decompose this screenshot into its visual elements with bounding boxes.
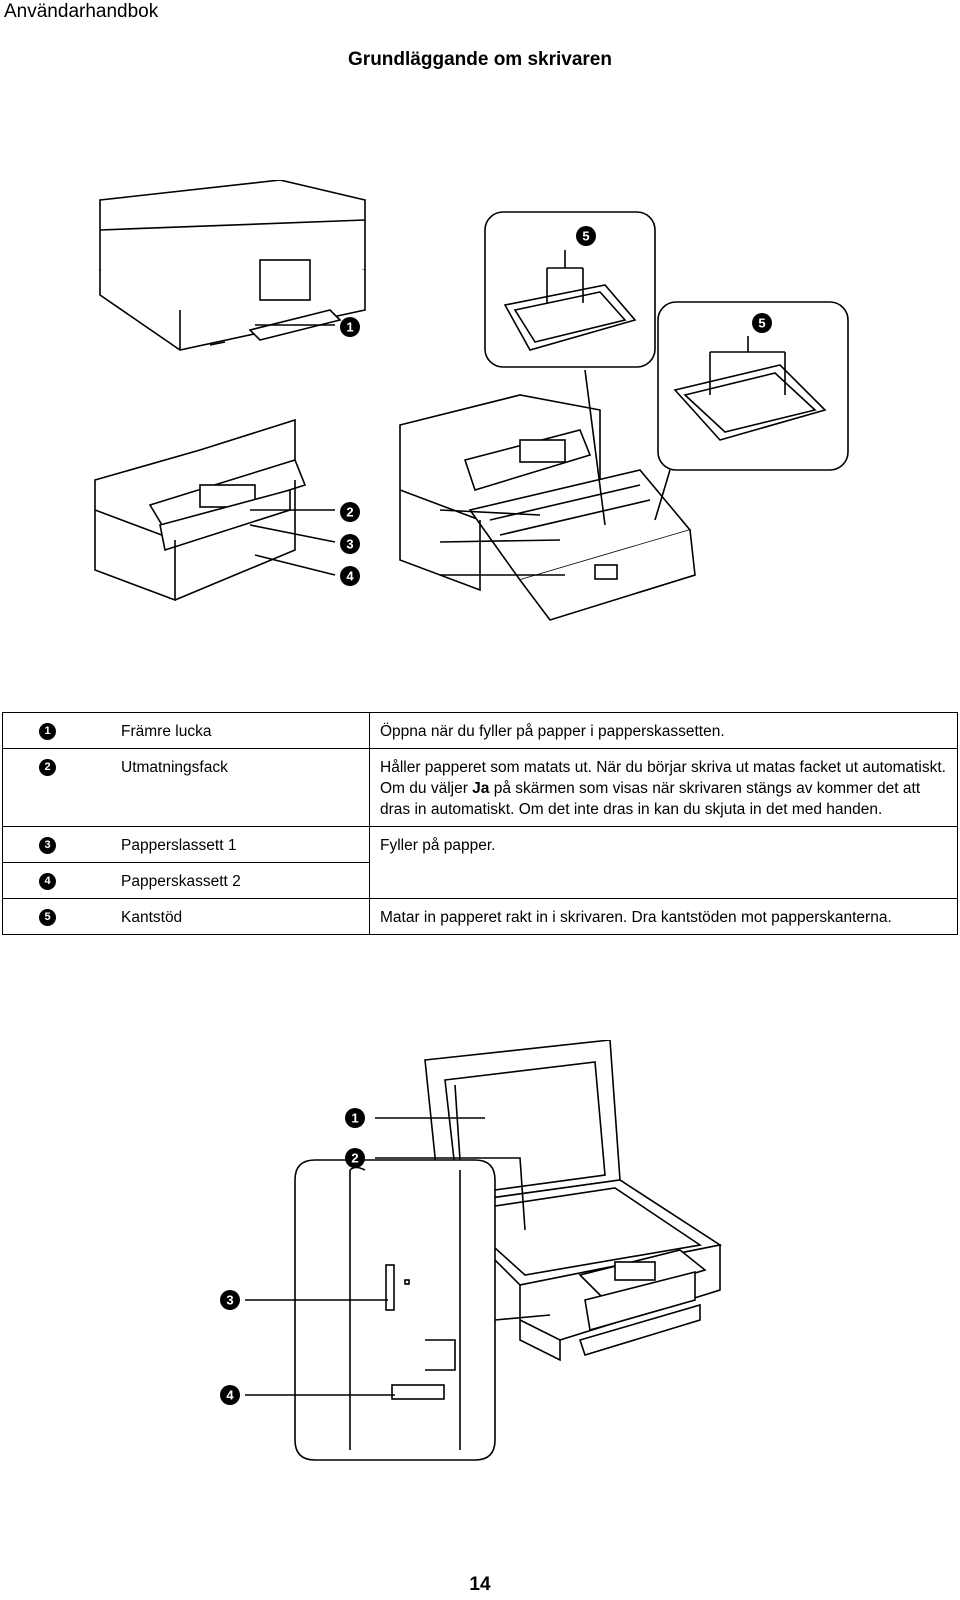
number-badge: 1 xyxy=(39,723,56,741)
part-name: Utmatningsfack xyxy=(111,748,370,827)
part-name: Kantstöd xyxy=(111,898,370,935)
svg-text:5: 5 xyxy=(758,316,765,331)
table-row: 4 Papperskassett 2 xyxy=(2,862,958,899)
table-row: 2 Utmatningsfack Håller papperet som mat… xyxy=(2,748,958,827)
callout-4: 4 xyxy=(340,566,360,586)
number-badge: 2 xyxy=(39,759,56,777)
svg-text:4: 4 xyxy=(226,1388,234,1403)
callout-2: 2 xyxy=(345,1148,365,1168)
table-row: 5 Kantstöd Matar in papperet rakt in i s… xyxy=(2,898,958,935)
page-number: 14 xyxy=(469,1574,491,1595)
number-badge: 4 xyxy=(39,873,56,891)
table-row: 3 Papperslassett 1 Fyller på papper. xyxy=(2,826,958,899)
svg-text:5: 5 xyxy=(582,229,589,244)
callout-1: 1 xyxy=(345,1108,365,1128)
part-description: Matar in papperet rakt in i skrivaren. D… xyxy=(369,898,958,935)
callout-3: 3 xyxy=(340,534,360,554)
part-name: Papperslassett 1 xyxy=(111,826,370,863)
callout-4: 4 xyxy=(220,1385,240,1405)
svg-text:1: 1 xyxy=(351,1111,358,1126)
emphasized-option: Ja xyxy=(472,780,490,797)
document-header-title: Användarhandbok xyxy=(4,1,159,22)
part-name: Papperskassett 2 xyxy=(111,862,370,899)
printer-scanner-illustration: 1 2 3 4 xyxy=(220,1040,723,1461)
table-row: 1 Främre lucka Öppna när du fyller på pa… xyxy=(2,712,958,749)
callout-3: 3 xyxy=(220,1290,240,1310)
printer-front-illustration: 1 2 3 4 5 5 xyxy=(94,180,849,621)
parts-table: 1 Främre lucka Öppna när du fyller på pa… xyxy=(2,712,958,935)
number-badge: 3 xyxy=(39,837,56,855)
part-name: Främre lucka xyxy=(111,712,370,749)
svg-text:4: 4 xyxy=(346,569,354,584)
part-description: Fyller på papper. xyxy=(369,826,958,899)
printer-front-figure: 1 2 3 4 5 5 xyxy=(80,180,880,640)
svg-text:3: 3 xyxy=(346,537,353,552)
figure2-callouts: 1 2 3 4 xyxy=(220,1108,365,1405)
svg-text:2: 2 xyxy=(351,1151,358,1166)
part-description: Håller papperet som matats ut. När du bö… xyxy=(369,748,958,827)
callout-1: 1 xyxy=(340,317,360,337)
number-badge: 5 xyxy=(39,909,56,927)
printer-scanner-figure: 1 2 3 4 xyxy=(200,1040,760,1480)
callout-2: 2 xyxy=(340,502,360,522)
callout-5b: 5 xyxy=(752,313,772,333)
callout-5a: 5 xyxy=(576,226,596,246)
svg-text:3: 3 xyxy=(226,1293,233,1308)
svg-text:2: 2 xyxy=(346,505,353,520)
figure1-callouts: 1 2 3 4 5 5 xyxy=(340,226,772,586)
part-description: Öppna när du fyller på papper i pappersk… xyxy=(369,712,958,749)
section-title: Grundläggande om skrivaren xyxy=(348,49,612,70)
svg-text:1: 1 xyxy=(346,320,353,335)
